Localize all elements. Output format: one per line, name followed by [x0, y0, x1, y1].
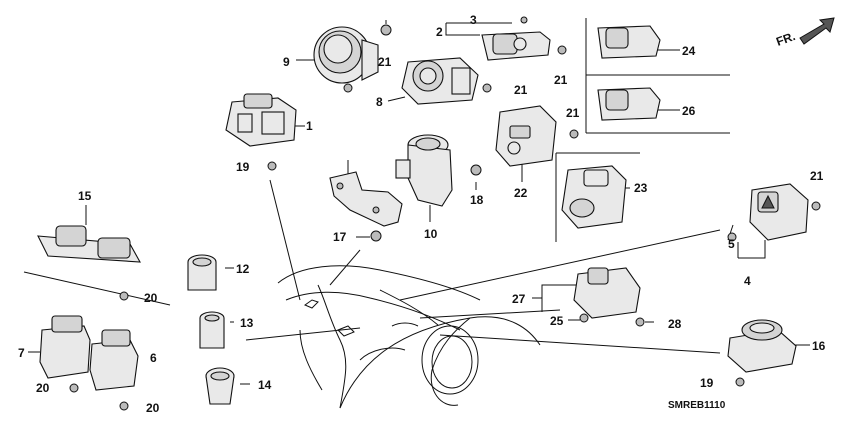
callout-7: 7	[18, 346, 25, 360]
callout-4: 4	[744, 274, 751, 288]
vehicle-outline	[277, 265, 541, 409]
callout-labels: 2 3 9 21 21 21 21 21 8 1 19 17 10 18 22 …	[18, 13, 826, 415]
callout-21-d: 21	[566, 106, 580, 120]
callout-15: 15	[78, 189, 92, 203]
diagram-code: SMREB1110	[668, 400, 726, 411]
callout-21-a: 21	[378, 55, 392, 69]
callout-19-a: 19	[236, 160, 250, 174]
key-cylinder-10	[395, 134, 453, 207]
switch-1	[225, 93, 297, 147]
callout-21-c: 21	[514, 83, 528, 97]
callout-24: 24	[682, 44, 696, 58]
callout-12: 12	[236, 262, 250, 276]
socket-12	[187, 254, 217, 291]
fasteners	[69, 16, 821, 411]
switch-7	[39, 315, 91, 379]
hazard-switch-4	[727, 183, 809, 242]
bracket-11	[329, 171, 403, 227]
switch-23	[561, 165, 627, 229]
callout-9: 9	[283, 55, 290, 69]
callout-28: 28	[668, 317, 682, 331]
callout-27: 27	[512, 292, 526, 306]
callout-26: 26	[682, 104, 696, 118]
switch-27	[573, 267, 641, 319]
callout-20-b: 20	[36, 381, 50, 395]
callout-17: 17	[333, 230, 347, 244]
callout-25: 25	[550, 314, 564, 328]
callout-14: 14	[258, 378, 272, 392]
callout-3: 3	[470, 13, 477, 27]
switch-16	[727, 319, 797, 373]
callout-5: 5	[728, 237, 735, 251]
callout-23: 23	[634, 181, 648, 195]
switch-8	[401, 57, 479, 105]
callout-21-b: 21	[554, 73, 568, 87]
switch-26	[597, 87, 661, 121]
callout-21-e: 21	[810, 169, 824, 183]
socket-13	[199, 311, 225, 349]
switch-panel-15	[37, 225, 141, 263]
callout-18: 18	[470, 193, 484, 207]
switch-2	[481, 31, 551, 61]
callout-20-a: 20	[144, 291, 158, 305]
callout-2: 2	[436, 25, 443, 39]
socket-14	[205, 367, 235, 405]
callout-13: 13	[240, 316, 254, 330]
switch-6	[89, 329, 139, 391]
callout-1: 1	[306, 119, 313, 133]
callout-20-c: 20	[146, 401, 160, 415]
callout-8: 8	[376, 95, 383, 109]
callout-6: 6	[150, 351, 157, 365]
front-direction-arrow	[799, 17, 835, 45]
callout-19-b: 19	[700, 376, 714, 390]
switch-22	[495, 105, 557, 167]
callout-22: 22	[514, 186, 528, 200]
switch-24	[597, 25, 661, 59]
callout-10: 10	[424, 227, 438, 241]
direction-label: FR.	[774, 29, 797, 49]
engine-start-switch	[313, 26, 379, 93]
callout-16: 16	[812, 339, 826, 353]
